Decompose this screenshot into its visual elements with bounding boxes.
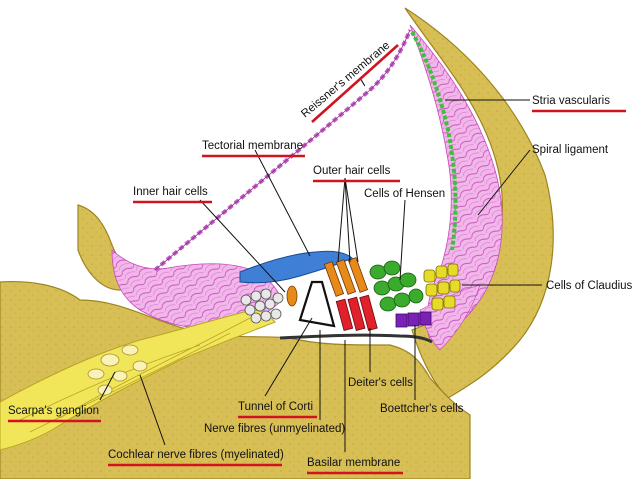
label-tectorial-membrane: Tectorial membrane bbox=[202, 140, 303, 152]
deiters-cells bbox=[335, 294, 378, 332]
bone-right-wall bbox=[404, 7, 554, 399]
stria-vascularis bbox=[410, 31, 458, 251]
label-scarpas-ganglion: Scarpa's ganglion bbox=[8, 405, 99, 417]
reissner-marker: I bbox=[359, 77, 368, 89]
claudius-cells bbox=[423, 263, 461, 311]
label-cochlear-nerve-fibres: Cochlear nerve fibres (myelinated) bbox=[108, 449, 284, 461]
scarpa-ganglion-cells bbox=[87, 344, 148, 396]
outer-hair-cells bbox=[323, 257, 369, 297]
tunnel-of-corti bbox=[298, 280, 336, 328]
label-tunnel-of-corti: Tunnel of Corti bbox=[238, 401, 313, 413]
inner-sulcus-cells bbox=[240, 288, 284, 324]
underline-reissners-membrane bbox=[311, 44, 399, 123]
hensen-cells bbox=[369, 260, 424, 312]
label-outer-hair-cells: Outer hair cells bbox=[313, 165, 391, 177]
label-inner-hair-cells: Inner hair cells bbox=[133, 186, 208, 198]
inner-hair-cells bbox=[286, 285, 298, 307]
tectorial-membrane bbox=[239, 250, 353, 284]
boettchers-cells bbox=[395, 311, 432, 328]
leader-lines bbox=[99, 99, 542, 452]
label-nerve-fibres-unmyelinated: Nerve fibres (unmyelinated) bbox=[204, 423, 345, 435]
label-deiters-cells: Deiter's cells bbox=[348, 377, 413, 389]
label-basilar-membrane: Basilar membrane bbox=[307, 457, 400, 469]
label-spiral-ligament: Spiral ligament bbox=[532, 144, 609, 156]
label-cells-of-claudius: Cells of Claudius bbox=[546, 280, 633, 292]
label-cells-of-hensen: Cells of Hensen bbox=[364, 188, 445, 200]
label-boettchers-cells: Boettcher's cells bbox=[380, 403, 464, 415]
basilar-membrane bbox=[279, 333, 433, 344]
label-stria-vascularis: Stria vascularis bbox=[532, 95, 610, 107]
